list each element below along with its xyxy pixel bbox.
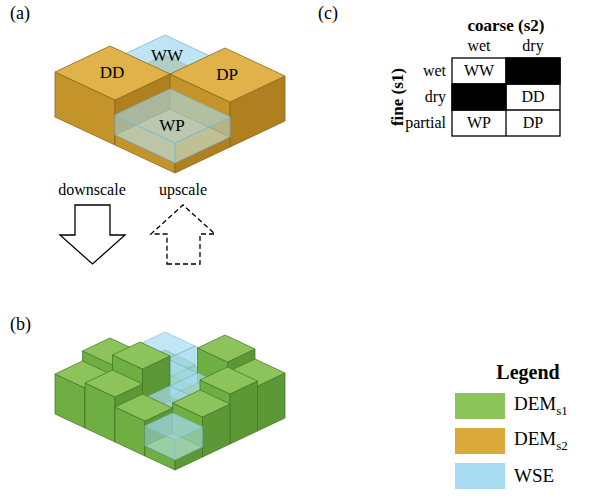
cell-class: WP bbox=[159, 117, 185, 136]
class-table bbox=[452, 58, 560, 136]
row-label: partial bbox=[405, 114, 446, 132]
column-header: coarse (s2) bbox=[468, 17, 545, 36]
column-label: wet bbox=[467, 37, 490, 55]
fine-block-face bbox=[198, 335, 256, 362]
panel-letter: (a) bbox=[10, 4, 30, 24]
fine-block-face bbox=[173, 390, 231, 417]
fine-blocks bbox=[55, 332, 285, 470]
table-cell: DD bbox=[521, 88, 544, 106]
legend-text: WSE bbox=[514, 466, 554, 487]
table-cell: DP bbox=[523, 114, 543, 132]
legend-title: Legend bbox=[496, 361, 559, 383]
legend-swatch bbox=[455, 428, 505, 454]
row-header: fine (s1) bbox=[389, 68, 408, 126]
fine-block-face bbox=[85, 370, 143, 397]
legend-text: DEMs1 bbox=[514, 394, 568, 418]
coarse-blocks bbox=[55, 35, 285, 173]
row-label: wet bbox=[423, 62, 446, 80]
cell-class: WW bbox=[151, 47, 183, 66]
legend-swatch bbox=[455, 463, 505, 489]
cell-class: DP bbox=[216, 66, 238, 85]
table-cell: WW bbox=[464, 62, 494, 80]
panel-letter: (b) bbox=[10, 315, 31, 335]
upscale-arrow bbox=[151, 205, 215, 264]
fine-block-face bbox=[113, 342, 171, 369]
legend-text: DEMs2 bbox=[514, 429, 568, 453]
arrow-label: upscale bbox=[159, 181, 207, 199]
downscale-arrow bbox=[60, 205, 125, 264]
legend-swatch bbox=[455, 393, 505, 419]
water-surface bbox=[145, 413, 203, 440]
row-label: dry bbox=[425, 88, 446, 106]
fine-block-face bbox=[200, 367, 258, 394]
table-cell: WP bbox=[467, 114, 491, 132]
arrow-label: downscale bbox=[58, 181, 126, 199]
cell-class: DD bbox=[100, 64, 125, 83]
column-label: dry bbox=[522, 37, 543, 55]
panel-letter: (c) bbox=[318, 4, 338, 24]
